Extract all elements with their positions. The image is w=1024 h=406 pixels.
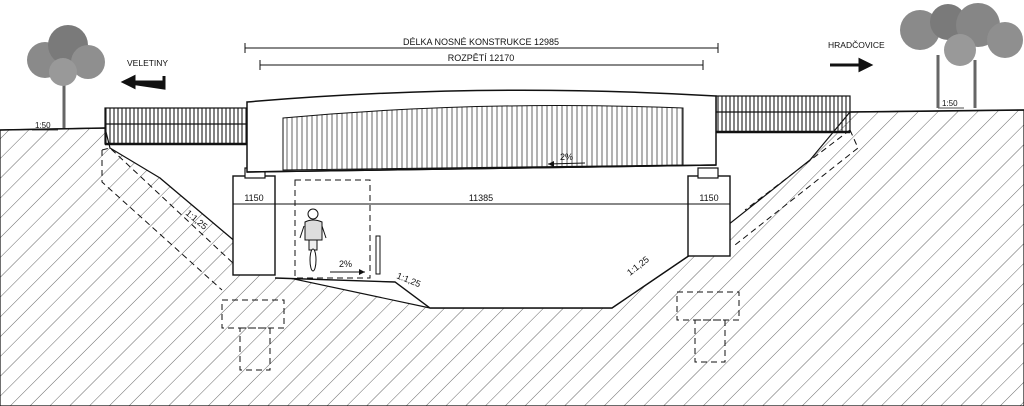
left-direction-label: VELETINY — [127, 58, 168, 68]
dim-clear-span: 11385 — [469, 193, 493, 203]
clearance-dimensions: 1150 11385 1150 — [232, 193, 731, 210]
dashed-excavation-lines — [101, 129, 859, 371]
dim-left-abutment: 1150 — [244, 193, 263, 203]
deck-gradient-label: 2% — [560, 152, 573, 162]
path-gradient-label: 2% — [339, 259, 352, 269]
right-scale-label: 1:50 — [942, 99, 958, 108]
left-scale-label: 1:50 — [35, 121, 51, 130]
deck-length-dimension: DÉLKA NOSNÉ KONSTRUKCE 12985 — [244, 37, 719, 53]
cyclist-icon — [299, 208, 327, 272]
span-label: ROZPĚTÍ 12170 — [448, 53, 515, 63]
dim-right-abutment: 1150 — [699, 193, 718, 203]
left-railing — [104, 107, 248, 146]
bollard — [375, 235, 381, 275]
path-gradient-marker: 2% — [330, 259, 365, 275]
bridge-deck — [246, 89, 717, 173]
deck-gradient-marker: 2% — [547, 152, 586, 167]
arrow-left-icon — [120, 74, 166, 90]
arrow-right-icon — [830, 57, 874, 73]
tree-icon — [27, 25, 105, 128]
tree-icon — [900, 3, 1023, 108]
right-abutment — [687, 167, 731, 257]
deck-length-label: DÉLKA NOSNÉ KONSTRUKCE 12985 — [403, 37, 559, 47]
right-direction-label: HRADČOVICE — [828, 40, 885, 50]
left-abutment — [232, 167, 276, 276]
span-dimension: ROZPĚTÍ 12170 — [259, 53, 704, 70]
right-railing — [715, 95, 851, 134]
